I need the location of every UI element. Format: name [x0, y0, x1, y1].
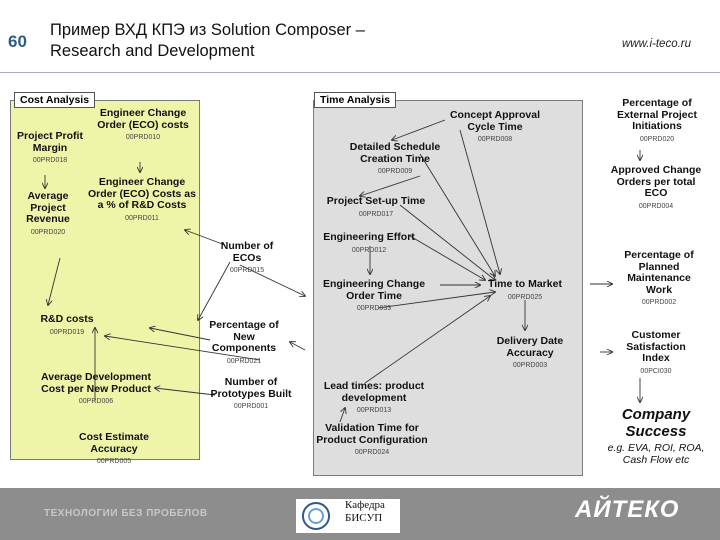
kpi-project-profit-margin: Project Profit Margin 00PRD018 [10, 130, 90, 165]
kpi-label: Average Project Revenue [26, 190, 70, 225]
kpi-label: Approved Change Orders per total ECO [610, 164, 702, 199]
kpi-label: Concept Approval Cycle Time [449, 109, 541, 133]
title-line-1: Пример ВХД КПЭ из Solution Composer – [50, 21, 365, 39]
kpi-label: Time to Market [488, 278, 562, 290]
kpi-label: Percentage of Planned Maintenance Work [624, 249, 694, 296]
kpi-eco-costs: Engineer Change Order (ECO) costs 00PRD0… [90, 107, 196, 142]
time-analysis-title: Time Analysis [314, 92, 397, 108]
kpi-code: 00PRD021 [226, 357, 262, 365]
kpi-label: Number of ECOs [220, 240, 274, 264]
kpi-average-project-revenue: Average Project Revenue 00PRD020 [14, 190, 82, 237]
kpi-cost-estimate-accuracy: Cost Estimate Accuracy 00PRD005 [64, 431, 164, 466]
header-divider [0, 72, 720, 73]
kpi-label: Detailed Schedule Creation Time [349, 141, 441, 165]
kpi-approved-change-orders: Approved Change Orders per total ECO 00P… [606, 164, 706, 211]
cost-analysis-title: Cost Analysis [14, 92, 96, 108]
kpi-label: Project Profit Margin [17, 130, 83, 154]
kpi-code: 00PRD013 [356, 407, 392, 414]
department-name: Кафедра БИСУП [345, 499, 385, 525]
kpi-label: Cost Estimate Accuracy [78, 431, 150, 455]
kpi-code: 00PRD020 [30, 228, 66, 236]
page-title: Пример ВХД КПЭ из Solution Composer – Re… [50, 20, 365, 62]
kpi-time-to-market: Time to Market 00PRD025 [478, 278, 572, 302]
kpi-label: Engineering Effort [323, 231, 415, 243]
kpi-label: Engineering Change Order Time [322, 278, 426, 302]
kpi-code: 00PRD017 [358, 210, 394, 218]
slide-number: 60 [8, 32, 27, 51]
kpi-code: 00PRD004 [638, 202, 674, 210]
time-analysis-panel [313, 100, 583, 476]
company-success-label: Company Success [621, 406, 691, 440]
kpi-label: Delivery Date Accuracy [496, 335, 564, 359]
kpi-lead-times: Lead times: product development 00PRD013 [312, 380, 436, 415]
kpi-code: 00PRD019 [49, 328, 85, 336]
kpi-code: 00PRD001 [233, 403, 269, 410]
kpi-code: 00PRD011 [125, 214, 159, 222]
kpi-code: 00PCI030 [640, 367, 672, 375]
kpi-detailed-schedule-creation-time: Detailed Schedule Creation Time 00PRD009 [336, 141, 454, 176]
kpi-validation-time: Validation Time for Product Configuratio… [314, 422, 430, 457]
kpi-label: Percentage of External Project Initiatio… [617, 97, 697, 132]
website-link[interactable]: www.i-teco.ru [622, 38, 692, 50]
kpi-code: 00PRD009 [377, 168, 413, 175]
kpi-code: 00PRD005 [96, 458, 132, 465]
kpi-code: 00PRD006 [78, 398, 114, 405]
kpi-label: Customer Satisfaction Index [626, 329, 686, 364]
department-logo-icon [302, 502, 330, 530]
kpi-percentage-planned-maintenance: Percentage of Planned Maintenance Work 0… [614, 249, 704, 307]
cost-analysis-panel [10, 100, 200, 460]
kpi-label: R&D costs [40, 313, 94, 325]
kpi-label: Engineer Change Order (ECO) Costs as a %… [88, 176, 196, 211]
department-line-2: БИСУП [345, 512, 383, 524]
kpi-project-setup-time: Project Set-up Time 00PRD017 [314, 195, 438, 219]
company-success-examples: e.g. EVA, ROI, ROA, Cash Flow etc [607, 442, 705, 466]
kpi-average-development-cost: Average Development Cost per New Product… [40, 371, 152, 406]
kpi-concept-approval-cycle-time: Concept Approval Cycle Time 00PRD008 [436, 109, 554, 144]
kpi-label: Lead times: product development [323, 380, 425, 404]
department-logo-box [296, 499, 400, 533]
kpi-code: 00PRD018 [32, 157, 68, 164]
title-line-2: Research and Development [50, 42, 255, 60]
kpi-label: Percentage of New Components [209, 319, 279, 354]
kpi-label: Project Set-up Time [326, 195, 426, 207]
kpi-code: 00PRD008 [477, 136, 513, 143]
brand-logo: АЙТЕКО [575, 496, 680, 523]
kpi-code: 00PRD002 [641, 299, 677, 306]
kpi-code: 00PRD020 [639, 135, 675, 143]
kpi-percentage-external-initiations: Percentage of External Project Initiatio… [606, 97, 708, 144]
kpi-percentage-new-components: Percentage of New Components 00PRD021 [202, 319, 286, 366]
kpi-code: 00PRD025 [507, 293, 543, 301]
kpi-number-of-ecos: Number of ECOs 00PRD015 [212, 240, 282, 275]
kpi-code: 00PRD033 [356, 305, 392, 312]
kpi-eco-time: Engineering Change Order Time 00PRD033 [312, 278, 436, 313]
kpi-label: Engineer Change Order (ECO) costs [97, 107, 189, 131]
kpi-customer-satisfaction-index: Customer Satisfaction Index 00PCI030 [614, 329, 698, 376]
kpi-label: Validation Time for Product Configuratio… [316, 422, 428, 446]
kpi-label: Average Development Cost per New Product [41, 371, 151, 395]
footer-tagline: ТЕХНОЛОГИИ БЕЗ ПРОБЕЛОВ [44, 508, 208, 519]
kpi-number-of-prototypes: Number of Prototypes Built 00PRD001 [204, 376, 298, 411]
company-success: Company Success e.g. EVA, ROI, ROA, Cash… [598, 406, 714, 466]
kpi-code: 00PRD024 [354, 449, 390, 456]
kpi-delivery-date-accuracy: Delivery Date Accuracy 00PRD003 [488, 335, 572, 370]
kpi-label: Number of Prototypes Built [210, 376, 292, 400]
kpi-code: 00PRD012 [351, 246, 387, 254]
kpi-code: 00PRD015 [229, 267, 265, 274]
kpi-rd-costs: R&D costs 00PRD019 [34, 313, 100, 337]
department-line-1: Кафедра [345, 499, 385, 511]
kpi-code: 00PRD010 [125, 134, 161, 141]
kpi-code: 00PRD003 [512, 362, 548, 369]
kpi-eco-costs-pct: Engineer Change Order (ECO) Costs as a %… [88, 176, 196, 223]
kpi-engineering-effort: Engineering Effort 00PRD012 [314, 231, 424, 255]
